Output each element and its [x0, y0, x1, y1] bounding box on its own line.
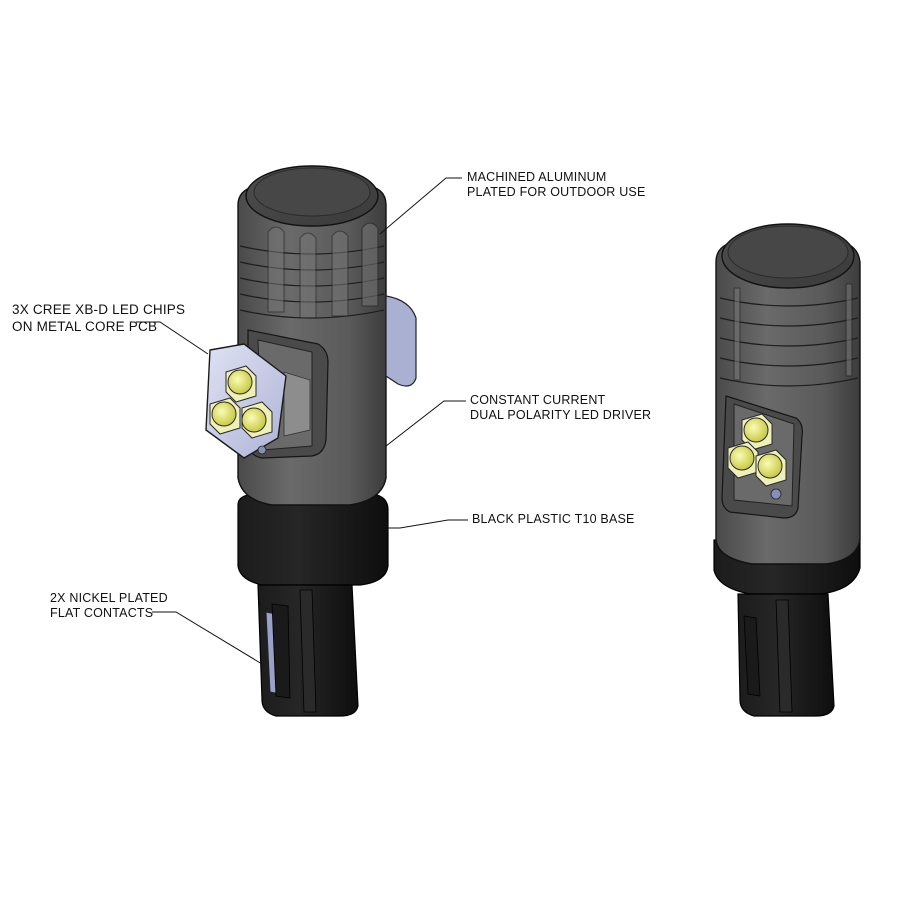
- left-bulb: [205, 165, 417, 717]
- right-bulb: [713, 223, 861, 717]
- left-housing: [237, 165, 417, 506]
- right-housing: [715, 223, 861, 565]
- leader-led-chips: [136, 321, 209, 355]
- left-base: [237, 493, 389, 717]
- callout-led-chips: 3X CREE XB-D LED CHIPS ON METAL CORE PCB: [12, 301, 185, 335]
- callout-aluminum-line2: PLATED FOR OUTDOOR USE: [467, 185, 646, 199]
- leader-aluminum: [379, 177, 462, 235]
- right-base: [713, 539, 861, 717]
- left-contacts: [265, 603, 291, 699]
- callout-aluminum-line1: MACHINED ALUMINUM: [467, 170, 607, 184]
- leader-driver: [385, 400, 466, 447]
- callout-base: BLACK PLASTIC T10 BASE: [472, 512, 635, 527]
- leader-contacts: [152, 611, 263, 665]
- callout-driver-line2: DUAL POLARITY LED DRIVER: [470, 408, 652, 422]
- leader-lines: [136, 177, 468, 665]
- callout-driver-line1: CONSTANT CURRENT: [470, 393, 606, 407]
- left-led-pcb: [205, 343, 287, 459]
- callout-contacts: 2X NICKEL PLATED FLAT CONTACTS: [50, 591, 168, 621]
- callout-driver: CONSTANT CURRENT DUAL POLARITY LED DRIVE…: [470, 393, 651, 423]
- callout-led-chips-line2: ON METAL CORE PCB: [12, 319, 158, 334]
- callout-base-line1: BLACK PLASTIC T10 BASE: [472, 512, 635, 526]
- leader-base: [384, 519, 468, 529]
- callout-contacts-line2: FLAT CONTACTS: [50, 606, 154, 620]
- callout-led-chips-line1: 3X CREE XB-D LED CHIPS: [12, 302, 186, 317]
- callout-contacts-line1: 2X NICKEL PLATED: [50, 591, 168, 605]
- right-led-pcb: [727, 413, 787, 500]
- callout-aluminum: MACHINED ALUMINUM PLATED FOR OUTDOOR USE: [467, 170, 646, 200]
